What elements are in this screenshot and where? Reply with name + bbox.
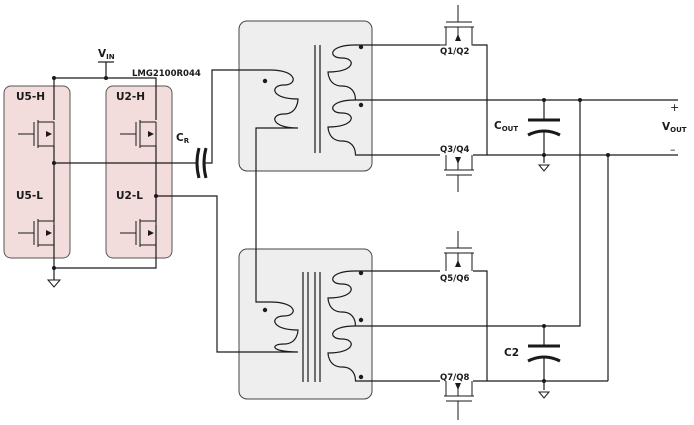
q7q8-label: Q7/Q8 [440, 373, 469, 383]
half-bridge-u5-box [3, 85, 71, 259]
half-bridge-u2-box [105, 85, 173, 259]
capacitor-c2 [527, 344, 561, 399]
mosfet-u2-low [120, 146, 157, 247]
cout-label: COUT [494, 120, 518, 133]
resonant-capacitor [195, 147, 208, 179]
sr-mosfet-q5q6 [444, 231, 474, 271]
u5l-label: U5-L [16, 190, 43, 202]
ground-symbol-input [46, 279, 62, 288]
c2-label: C2 [504, 347, 519, 359]
transformer-2-box [238, 248, 373, 400]
junction-dots [52, 76, 610, 383]
transformer-2 [262, 270, 364, 382]
transformer-1 [262, 44, 364, 156]
part-number-label: LMG2100R044 [132, 69, 201, 79]
vin-label: VIN [98, 48, 115, 61]
sr-mosfet-q7q8 [444, 381, 474, 420]
vout-minus-sign: – [670, 143, 676, 156]
mosfet-u5-low [18, 146, 55, 247]
output-capacitor [527, 118, 561, 172]
cr-label: CR [176, 132, 190, 145]
sr-mosfet-q1q2 [440, 5, 474, 46]
q5q6-label: Q5/Q6 [440, 274, 469, 284]
input-wiring [53, 62, 270, 353]
output-wiring [355, 44, 678, 390]
sr-mosfet-q3q4 [444, 155, 474, 192]
transformer-1-box [238, 20, 373, 172]
half-bridge-u5 [3, 85, 71, 259]
vout-plus-sign: + [670, 101, 679, 114]
u2l-label: U2-L [116, 190, 143, 202]
u2h-label: U2-H [116, 91, 145, 103]
u5h-label: U5-H [16, 91, 45, 103]
q3q4-label: Q3/Q4 [440, 145, 469, 155]
vout-label: VOUT [662, 121, 687, 134]
q1q2-label: Q1/Q2 [440, 47, 469, 57]
half-bridge-u2 [105, 85, 173, 259]
